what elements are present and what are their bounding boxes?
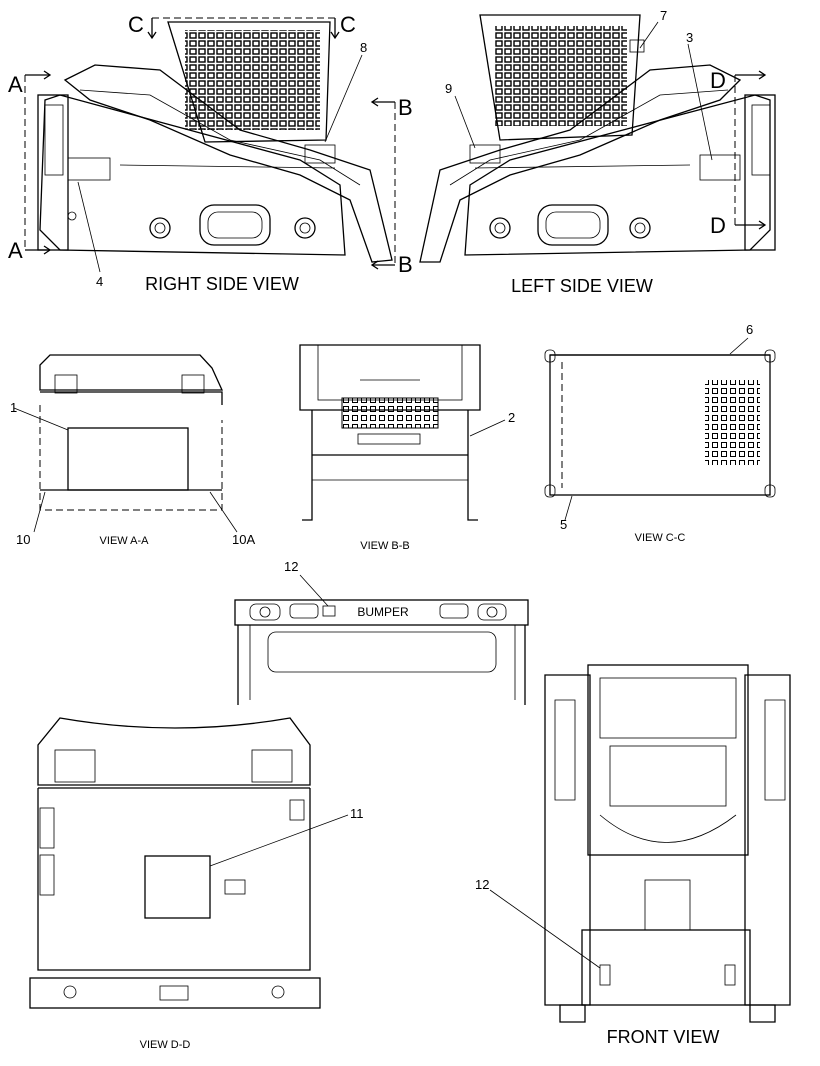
section-mark-b-top: B	[398, 95, 413, 120]
callout-7: 7	[660, 8, 667, 23]
front-view	[489, 664, 791, 1023]
left-side-view-title: LEFT SIDE VIEW	[511, 276, 653, 296]
section-mark-b-bottom: B	[398, 252, 413, 277]
view-bb	[299, 344, 506, 521]
view-cc-title: VIEW C-C	[635, 532, 686, 544]
view-aa	[13, 354, 238, 533]
view-aa-title: VIEW A-A	[100, 535, 150, 547]
callout-12-bumper: 12	[284, 559, 298, 574]
callout-10: 10	[16, 532, 30, 547]
callout-6: 6	[746, 322, 753, 337]
view-cc	[544, 337, 776, 521]
right-side-view-title: RIGHT SIDE VIEW	[145, 274, 299, 294]
section-mark-d-bottom: D	[710, 213, 726, 238]
callout-2: 2	[508, 410, 515, 425]
section-mark-c-left: C	[128, 12, 144, 37]
section-mark-a-bottom: A	[8, 238, 23, 263]
callout-11: 11	[350, 806, 364, 821]
bumper-label: BUMPER	[357, 605, 409, 619]
front-view-title: FRONT VIEW	[607, 1027, 720, 1047]
view-bb-title: VIEW B-B	[360, 540, 410, 552]
callout-4: 4	[96, 274, 103, 289]
callout-10a: 10A	[232, 532, 255, 547]
callout-8: 8	[360, 40, 367, 55]
section-mark-c-right: C	[340, 12, 356, 37]
view-dd	[29, 717, 349, 1009]
left-side-view	[419, 14, 776, 263]
callout-1: 1	[10, 400, 17, 415]
callout-12-front: 12	[475, 877, 489, 892]
callout-5: 5	[560, 517, 567, 532]
callout-3: 3	[686, 30, 693, 45]
callout-9: 9	[445, 81, 452, 96]
section-mark-a-top: A	[8, 72, 23, 97]
section-mark-d-top: D	[710, 68, 726, 93]
bumper-view	[234, 574, 529, 705]
view-dd-title: VIEW D-D	[140, 1039, 191, 1051]
right-side-view	[24, 17, 396, 273]
